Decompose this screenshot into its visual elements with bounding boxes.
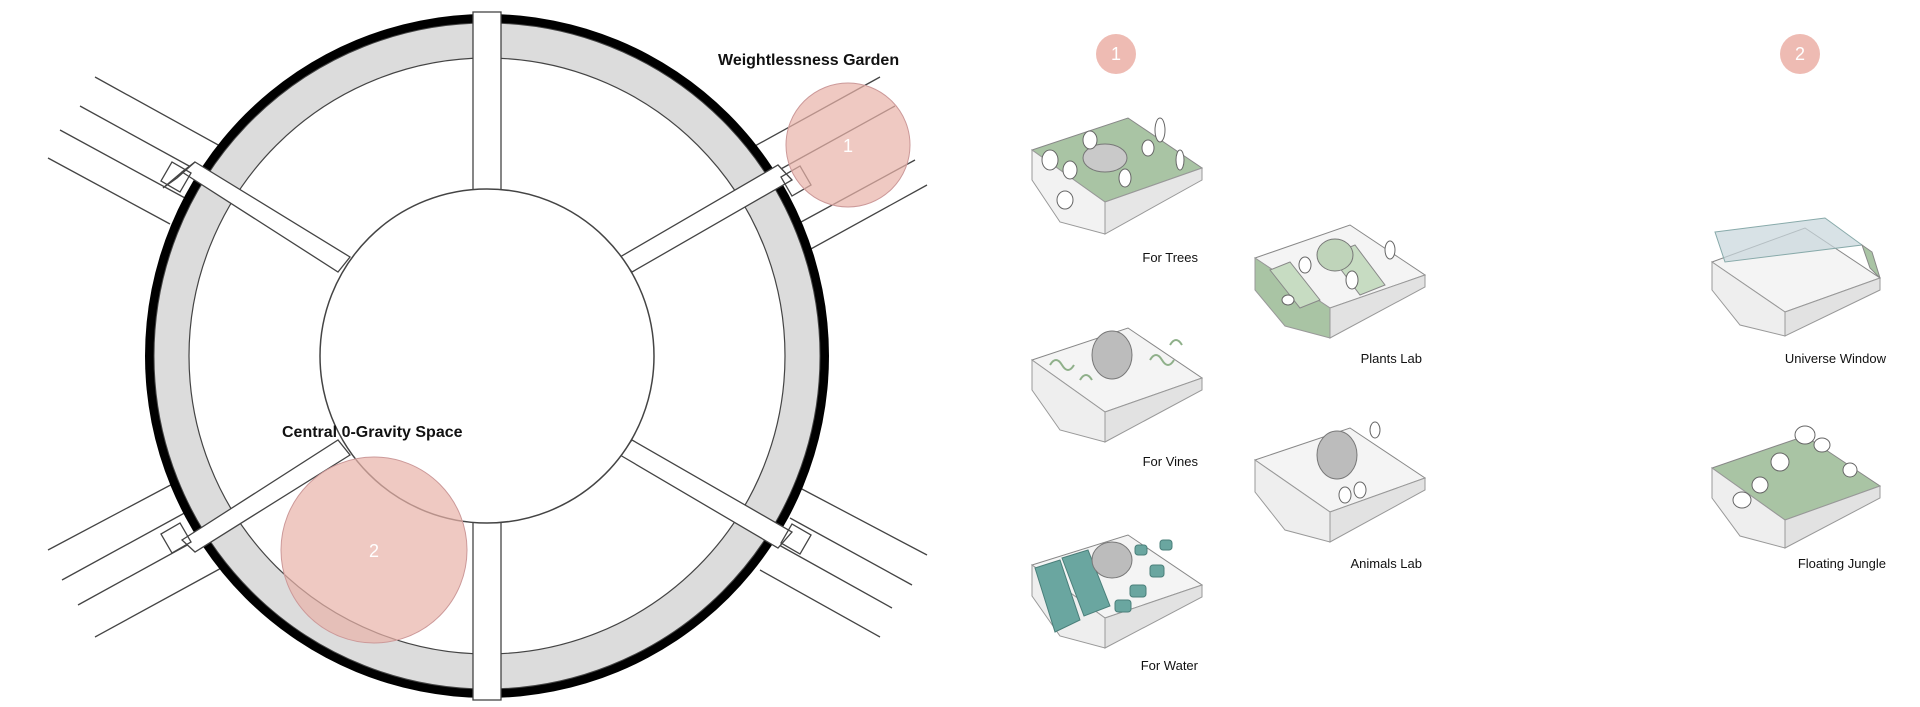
- column-marker-2-number: 2: [1795, 44, 1805, 64]
- marker-weightlessness-circle: [785, 82, 911, 208]
- column-marker-2: [1780, 34, 1820, 74]
- module-for-vines: [1030, 327, 1204, 443]
- column-markers: 1 2: [1096, 34, 1820, 74]
- caption-floating-jungle: Floating Jungle: [1798, 556, 1886, 571]
- caption-for-vines: For Vines: [1143, 454, 1199, 469]
- caption-animals-lab: Animals Lab: [1350, 556, 1422, 571]
- caption-for-water: For Water: [1141, 658, 1199, 673]
- ring-plan: 1 2 Weightlessness Garden Central 0-Grav…: [47, 11, 928, 701]
- module-for-water: [1030, 534, 1204, 649]
- marker-weightlessness-number: 1: [843, 136, 853, 156]
- marker-central-number: 2: [369, 541, 379, 561]
- marker-central-circle: [280, 456, 468, 644]
- module-floating-jungle: [1710, 425, 1882, 549]
- zone-label-weightlessness: Weightlessness Garden: [718, 52, 899, 69]
- central-hub: [319, 188, 655, 524]
- zone-label-central: Central 0-Gravity Space: [282, 424, 463, 441]
- module-for-trees: [1030, 117, 1204, 235]
- column-marker-1: [1096, 34, 1136, 74]
- column-marker-1-number: 1: [1111, 44, 1121, 64]
- caption-for-trees: For Trees: [1142, 250, 1198, 265]
- module-plants-lab: [1253, 224, 1427, 339]
- module-animals-lab: [1253, 421, 1427, 543]
- caption-universe-window: Universe Window: [1785, 351, 1887, 366]
- spokes: [162, 11, 794, 701]
- spoke-joints: [160, 161, 812, 555]
- module-universe-window: [1710, 217, 1882, 337]
- caption-plants-lab: Plants Lab: [1361, 351, 1422, 366]
